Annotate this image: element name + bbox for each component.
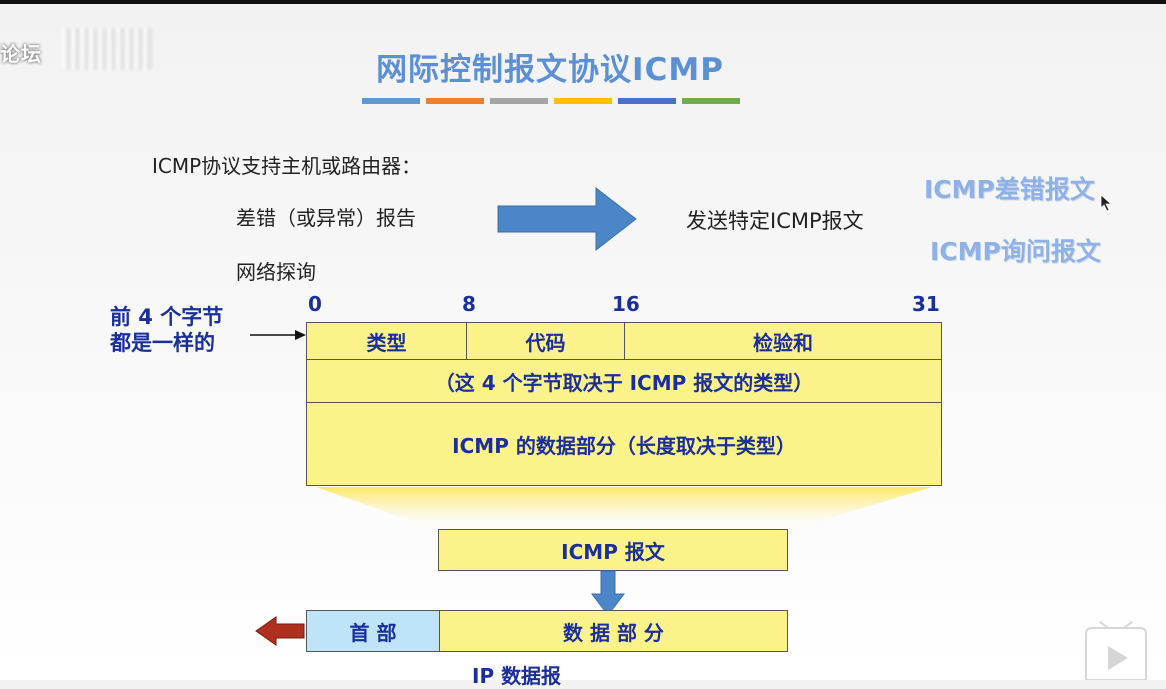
funnel-shape <box>316 487 932 530</box>
ip-data: 数 据 部 分 <box>440 611 787 651</box>
down-arrow-icon <box>590 570 626 616</box>
type-dependent-row: （这 4 个字节取决于 ICMP 报文的类型） <box>306 359 942 403</box>
stripe-1 <box>362 98 420 104</box>
icmp-query-message-label: ICMP询问报文 <box>930 237 1101 266</box>
checksum-field: 检验和 <box>753 330 813 355</box>
type-field: 类型 <box>307 323 467 359</box>
bit-8: 8 <box>462 292 476 316</box>
header-row: 类型 代码 检验和 <box>306 322 942 360</box>
watermark-logo <box>62 28 152 70</box>
icmp-message-box: ICMP 报文 <box>438 529 788 571</box>
ip-header: 首 部 <box>307 611 440 651</box>
stripe-4 <box>554 98 612 104</box>
stripe-3 <box>490 98 548 104</box>
ip-datagram-label: IP 数据报 <box>472 664 562 688</box>
title-stripes <box>362 98 740 104</box>
intro-item-error: 差错（或异常）报告 <box>236 206 416 230</box>
code-field: 代码 <box>467 323 625 359</box>
watermark: 论坛 <box>0 42 42 66</box>
icmp-data-row: ICMP 的数据部分（长度取决于类型） <box>306 402 942 486</box>
bit-16: 16 <box>612 292 640 316</box>
stripe-5 <box>618 98 676 104</box>
bit-0: 0 <box>308 292 322 316</box>
right-arrow-icon <box>497 186 637 252</box>
ip-datagram: 首 部 数 据 部 分 <box>306 610 788 652</box>
intro-line: ICMP协议支持主机或路由器： <box>152 154 422 178</box>
pointer-arrow-icon <box>250 330 306 340</box>
play-icon[interactable] <box>1076 620 1156 680</box>
note-line-2: 都是一样的 <box>110 331 215 355</box>
top-bar <box>0 0 1166 4</box>
stripe-2 <box>426 98 484 104</box>
intro-item-probe: 网络探询 <box>236 260 316 284</box>
left-arrow-icon <box>255 616 305 646</box>
icmp-error-message-label: ICMP差错报文 <box>924 175 1095 204</box>
intro-result: 发送特定ICMP报文 <box>686 209 864 233</box>
bit-31: 31 <box>912 292 940 316</box>
first-4-bytes-note: 前 4 个字节 都是一样的 <box>110 304 223 356</box>
note-line-1: 前 4 个字节 <box>110 305 224 329</box>
page-title: 网际控制报文协议ICMP <box>376 52 724 88</box>
stripe-6 <box>682 98 740 104</box>
mouse-cursor-icon <box>1100 194 1113 212</box>
